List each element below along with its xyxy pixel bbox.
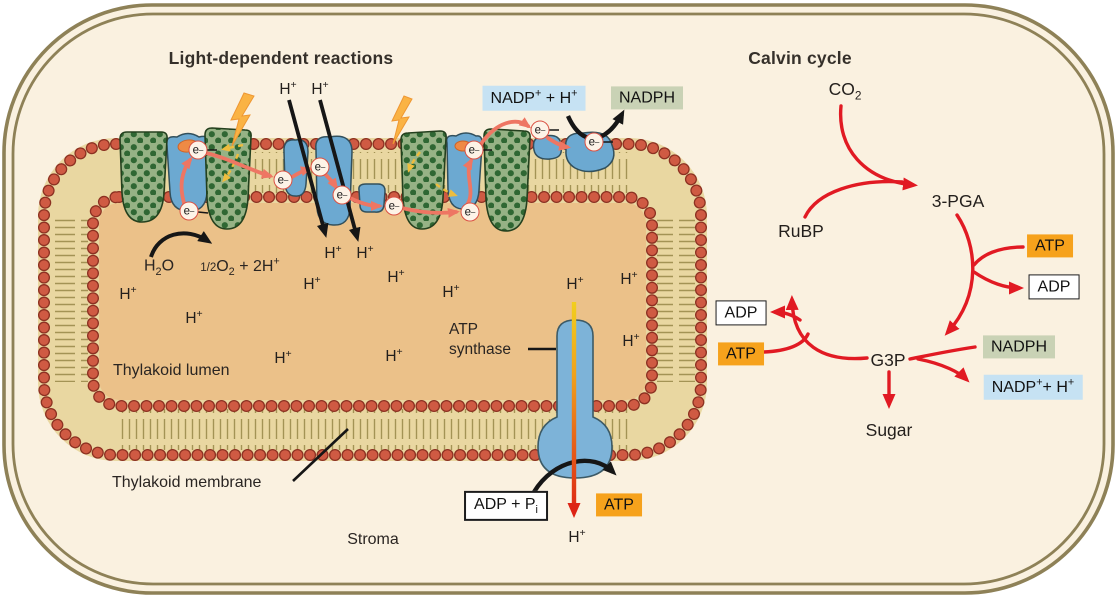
calvin-nadph-box: NADPH	[982, 335, 1056, 359]
electron-badge: e–	[464, 140, 484, 160]
h-plus-label: H+	[311, 78, 329, 99]
h-plus-pump-arrow-2	[318, 99, 361, 242]
light-reactions-title: Light-dependent reactions	[168, 47, 394, 68]
thylakoid-graphic	[38, 138, 707, 461]
h-plus-label: H+	[119, 283, 137, 304]
membrane-tails-left	[50, 218, 88, 382]
electron-badge: e–	[188, 140, 208, 160]
g3p-label: G3P	[870, 349, 906, 370]
calvin-atp-right-box: ATP	[1027, 234, 1073, 258]
h-plus-label: H+	[274, 347, 292, 368]
h-plus-label: H+	[387, 266, 405, 287]
thylakoid-lumen-area	[99, 203, 646, 400]
h-plus-label: H+	[385, 345, 403, 366]
adp-pi-box: ADP + Pi	[464, 490, 548, 522]
calvin-adp-left-box: ADP	[715, 300, 767, 326]
nadp-out-arrow	[916, 357, 970, 383]
co2-label: CO2	[828, 78, 862, 103]
black-arrows	[149, 99, 625, 494]
calvin-nadp-box: NADP++ H+	[983, 374, 1083, 400]
rubp-label: RuBP	[778, 220, 824, 241]
electron-badge: e–	[384, 196, 404, 216]
h-plus-label: H+	[279, 78, 297, 99]
h2o-label: H2O	[143, 257, 175, 278]
electron-badge: e–	[179, 201, 199, 221]
rubp-to-pga-arc	[803, 179, 904, 219]
lightning-bolt-psi	[391, 95, 413, 145]
adp-out-right-arrow	[972, 270, 1024, 295]
psii-antenna-left	[119, 131, 168, 223]
g3p-to-rubp-arrow	[785, 295, 869, 361]
h-plus-label: H+	[442, 281, 460, 302]
electron-badge: e–	[332, 185, 352, 205]
psi-antenna-left	[400, 130, 447, 230]
nadph-in-arc	[908, 345, 977, 361]
membrane-tails-right	[657, 218, 695, 382]
stroma-label: Stroma	[347, 530, 399, 548]
h-plus-label: H+	[185, 307, 203, 328]
water-splitting-arrow	[149, 231, 213, 258]
nadph-box: NADPH	[610, 86, 684, 110]
pga-label: 3-PGA	[931, 190, 985, 211]
nadp-plus-h-box: NADP+ + H+	[482, 85, 586, 111]
h-plus-pump-arrow-1	[287, 99, 329, 238]
sugar-label: Sugar	[865, 419, 913, 440]
electron-badge: e–	[273, 170, 293, 190]
photosystem-i	[400, 128, 531, 232]
adp-out-left-arrow	[770, 305, 802, 322]
electron-badge: e–	[530, 120, 550, 140]
atp-box-synthase: ATP	[596, 493, 642, 517]
lightning-bolt-psii	[230, 92, 255, 147]
h-plus-label: H+	[303, 273, 321, 294]
o2-label: 1/2O2 + 2H+	[200, 255, 280, 279]
h-plus-label: H+	[620, 268, 638, 289]
atp-in-left-arc	[762, 332, 810, 354]
electron-transport-arrows	[179, 117, 571, 218]
h-plus-label: H+	[566, 273, 584, 294]
thylakoid-lumen-label: Thylakoid lumen	[113, 361, 230, 379]
h-plus-label: H+	[324, 242, 342, 263]
calvin-atp-left-box: ATP	[718, 342, 764, 366]
excitation-arrows	[221, 143, 458, 197]
pga-to-g3p-arrow	[944, 213, 975, 336]
thylakoid-membrane-leader-line	[292, 428, 349, 482]
electron-badge: e–	[310, 157, 330, 177]
electron-badge: e–	[584, 132, 604, 152]
atp-in-right-arc	[972, 245, 1025, 267]
calvin-adp-right-box: ADP	[1028, 274, 1080, 300]
h-plus-label: H+	[356, 242, 374, 263]
electron-badge: e–	[460, 202, 480, 222]
calvin-cycle-arrows	[762, 104, 1025, 409]
calvin-cycle-title: Calvin cycle	[748, 47, 852, 68]
h-plus-label: H+	[568, 526, 586, 547]
h-plus-label: H+	[622, 330, 640, 351]
thylakoid-membrane-label: Thylakoid membrane	[112, 473, 262, 491]
psi-antenna-right	[483, 128, 531, 232]
